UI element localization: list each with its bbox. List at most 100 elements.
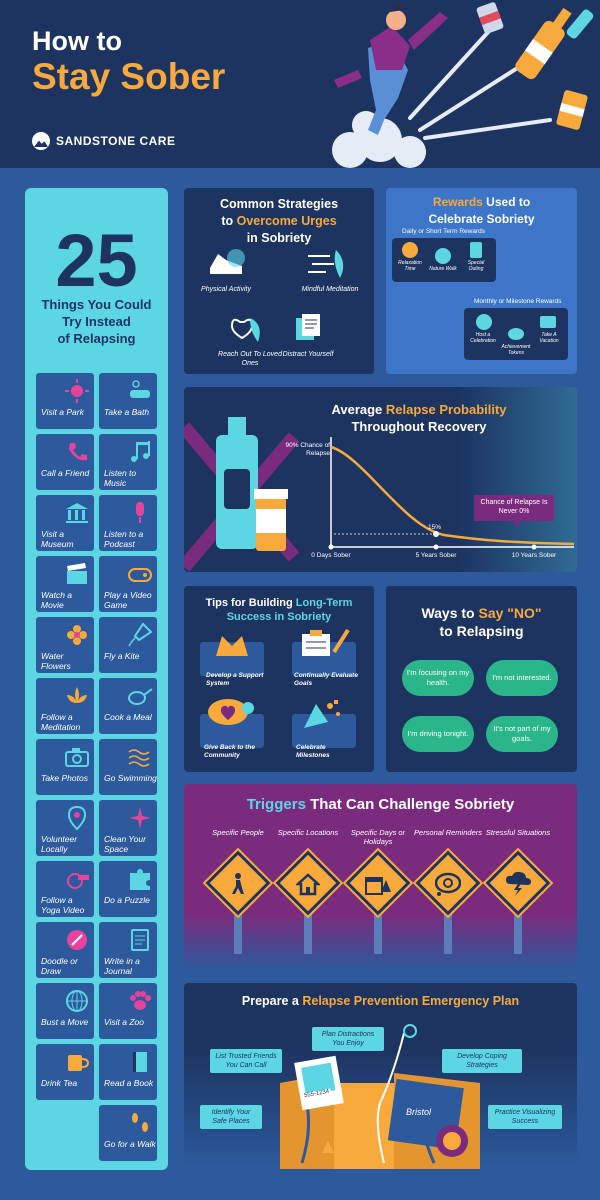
thing-item: Fly a Kite	[99, 617, 157, 673]
thing-item: Listen to Music	[99, 434, 157, 490]
thing-item: Write in a Journal	[99, 922, 157, 978]
relapse-title: Average Relapse Probability Throughout R…	[331, 402, 507, 434]
things-subtitle: Things You Could Try Instead of Relapsin…	[41, 297, 152, 346]
thing-item: Follow a Meditation	[36, 678, 94, 734]
balloon-icon	[476, 314, 492, 330]
phone-icon	[69, 443, 87, 461]
never-zero-callout: Chance of Relapse Is Never 0%	[480, 499, 548, 515]
hero-title-line2: Stay Sober	[32, 56, 226, 97]
plan-item: Plan Distractions You Enjoy	[312, 1027, 384, 1051]
start-probability-label: 90% Chance of Relapse	[285, 442, 330, 457]
clapperboard-icon	[67, 563, 87, 584]
museum-icon	[66, 503, 88, 523]
ticket-icon	[470, 242, 482, 258]
thing-item: Take a Bath	[99, 373, 157, 429]
book-icon	[133, 1052, 147, 1072]
party-popper-icon	[304, 700, 340, 728]
high-five-icon	[216, 636, 248, 656]
disco-ball-icon	[66, 990, 88, 1012]
kite-icon	[128, 622, 153, 647]
storm-cloud-icon	[506, 871, 531, 896]
calendar-tree-icon	[365, 877, 391, 895]
whistle-icon	[67, 873, 89, 889]
pan-icon	[128, 688, 153, 705]
kicking-bottles-illustration	[332, 2, 594, 168]
emergency-plan-panel: Prepare a Relapse Prevention Emergency P…	[184, 983, 577, 1169]
plan-item: Develop Coping Strategies	[442, 1049, 522, 1073]
token-icon	[508, 328, 524, 340]
strategies-title: Common Strategies to Overcome Urges in S…	[219, 197, 339, 245]
location-pin-icon	[67, 805, 87, 831]
say-no-bubble: I'm focusing on my health.	[402, 660, 474, 696]
hero-banner: How to Stay Sober SANDSTONE CARE	[0, 0, 600, 168]
things-count: 25	[55, 219, 138, 302]
footprints-icon	[132, 1113, 148, 1132]
relapse-curve-chart	[328, 437, 575, 550]
say-no-title: Ways to Say "NO" to Relapsing	[421, 605, 542, 639]
memory-bubble-icon	[435, 872, 461, 896]
tips-panel: Tips for Building Long-Term Success in S…	[184, 586, 374, 772]
thing-item: Play a Video Game	[99, 556, 157, 612]
thing-item: Go Swimming	[99, 739, 157, 795]
thing-item: Volunteer Locally	[36, 800, 94, 856]
thing-item: Cook a Meal	[99, 678, 157, 734]
mug-icon	[68, 1055, 90, 1071]
brand-logo: SANDSTONE CARE	[32, 132, 175, 150]
mid-probability-label: 15%	[428, 524, 442, 531]
say-no-bubble: I'm not interested.	[486, 660, 558, 696]
house-icon	[296, 873, 320, 896]
thing-item: Go for a Walk	[99, 1105, 157, 1161]
document-stack-icon	[296, 314, 320, 340]
heart-bubble-icon	[208, 699, 254, 725]
thing-item: Visit a Zoo	[99, 983, 157, 1039]
music-note-icon	[131, 441, 150, 462]
thing-item: Take Photos	[36, 739, 94, 795]
thing-item: Call a Friend	[36, 434, 94, 490]
daily-rewards-heading: Daily or Short Term Rewards	[402, 228, 485, 235]
plan-item: Identify Your Safe Places	[200, 1105, 262, 1129]
thing-item: Read a Book	[99, 1044, 157, 1100]
clipboard-pencil-icon	[302, 628, 350, 656]
crossed-bottle-illustration	[184, 417, 300, 572]
brand-name: SANDSTONE CARE	[56, 134, 176, 148]
paw-icon	[130, 991, 151, 1010]
relapse-probability-panel: Average Relapse Probability Throughout R…	[184, 387, 577, 572]
notebook-icon	[131, 929, 149, 951]
pencil-circle-icon	[67, 930, 87, 950]
thing-item: Watch a Movie	[36, 556, 94, 612]
mountain-logo-icon	[32, 132, 50, 150]
puzzle-icon	[130, 869, 150, 890]
sneaker-icon	[210, 249, 245, 274]
plan-title: Prepare a Relapse Prevention Emergency P…	[241, 994, 520, 1008]
thing-item: Visit a Museum	[36, 495, 94, 551]
nature-walk-icon	[435, 248, 451, 264]
rewards-panel: Rewards Used to Celebrate Sobriety Daily…	[386, 188, 577, 374]
plan-item: Practice Visualizing Success	[488, 1105, 562, 1129]
thing-item: Clean Your Space	[99, 800, 157, 856]
flower-icon	[67, 625, 87, 645]
walking-person-icon	[232, 873, 244, 894]
map-note: Bristol	[406, 1107, 432, 1117]
plan-item: List Trusted Friends You Can Call	[210, 1049, 282, 1073]
tips-title: Tips for Building Long-Term Success in S…	[205, 597, 353, 623]
thing-item: Doodle or Draw	[36, 922, 94, 978]
sun-icon	[65, 379, 89, 403]
thing-item: Visit a Park	[36, 373, 94, 429]
thing-item: Water Flowers	[36, 617, 94, 673]
bath-icon	[130, 380, 150, 398]
say-no-bubble: It's not part of my goals.	[486, 716, 558, 752]
camera-icon	[65, 748, 89, 767]
hammock-icon	[402, 242, 418, 258]
microphone-icon	[136, 502, 144, 523]
thing-item: Follow a Yoga Video	[36, 861, 94, 917]
hands-heart-icon	[230, 318, 260, 342]
thing-item: Bust a Move	[36, 983, 94, 1039]
gamepad-icon	[128, 568, 152, 582]
lotus-icon	[67, 687, 87, 703]
say-no-bubble: I'm driving tonight.	[402, 716, 474, 752]
waves-icon	[128, 749, 150, 767]
triggers-title: Triggers That Can Challenge Sobriety	[246, 796, 515, 813]
say-no-panel: Ways to Say "NO" to Relapsing I'm focusi…	[386, 586, 577, 772]
suitcase-icon	[540, 316, 556, 328]
triggers-panel: Triggers That Can Challenge Sobriety Spe…	[184, 784, 577, 970]
